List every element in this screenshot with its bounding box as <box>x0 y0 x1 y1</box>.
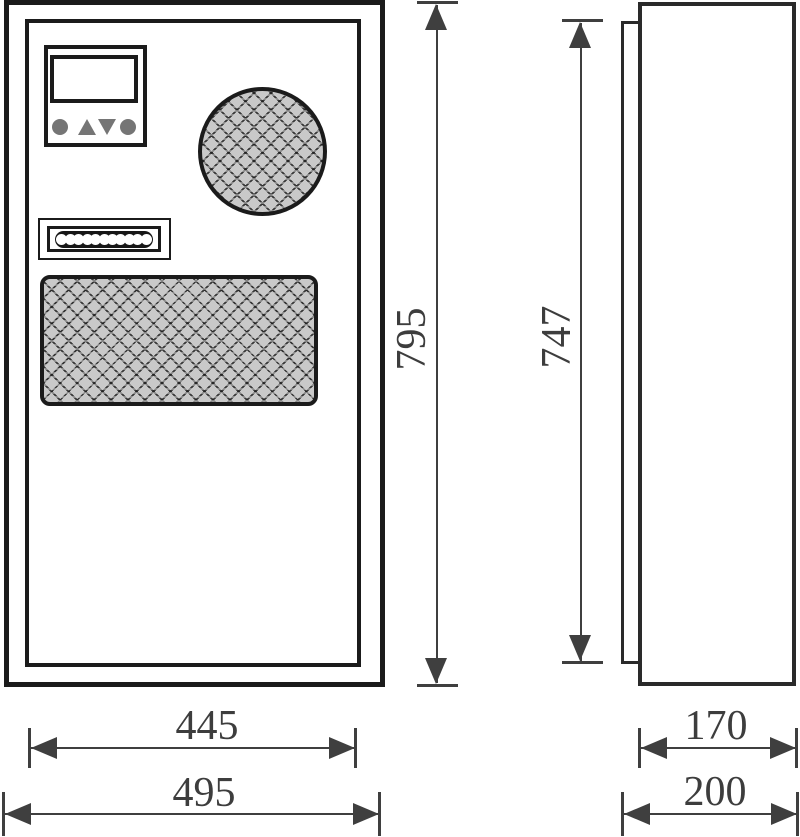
dimension-label: 747 <box>534 305 580 369</box>
up-triangle-icon <box>78 119 96 135</box>
arrow-left-icon <box>31 737 57 759</box>
louver-hole <box>81 233 93 245</box>
louver-slot-holes <box>55 230 153 248</box>
arrow-down-icon <box>569 635 591 661</box>
louver-hole <box>73 233 85 245</box>
louver-hole <box>98 233 110 245</box>
arrow-right-icon <box>770 737 796 759</box>
circle-button-icon <box>120 119 136 135</box>
side-view-body <box>638 2 796 686</box>
controller-display-screen <box>50 55 138 103</box>
arrow-right-icon <box>771 803 797 825</box>
louver-hole <box>132 233 144 245</box>
arrow-up-icon <box>569 22 591 48</box>
circle-button-icon <box>52 119 68 135</box>
dimension-label: 445 <box>175 703 239 749</box>
louver-hole <box>106 233 118 245</box>
dimension-label: 200 <box>683 769 747 815</box>
round-air-vent-grille <box>198 87 327 216</box>
arrow-left-icon <box>641 737 667 759</box>
louver-hole <box>90 233 102 245</box>
louver-hole <box>56 233 68 245</box>
louver-hole <box>64 233 76 245</box>
arrow-left-icon <box>5 803 31 825</box>
louver-vent-inner-frame <box>47 226 161 252</box>
arrow-right-icon <box>353 803 379 825</box>
down-triangle-icon <box>98 119 116 135</box>
dimension-label: 495 <box>172 770 236 816</box>
louver-hole <box>123 233 135 245</box>
dimension-label: 795 <box>389 307 435 371</box>
arrow-down-icon <box>425 658 447 684</box>
front-air-grille <box>40 275 318 406</box>
louver-hole <box>140 233 152 245</box>
louver-hole <box>115 233 127 245</box>
arrow-left-icon <box>624 803 650 825</box>
dimension-label: 170 <box>684 703 748 749</box>
arrow-up-icon <box>425 4 447 30</box>
arrow-right-icon <box>329 737 355 759</box>
